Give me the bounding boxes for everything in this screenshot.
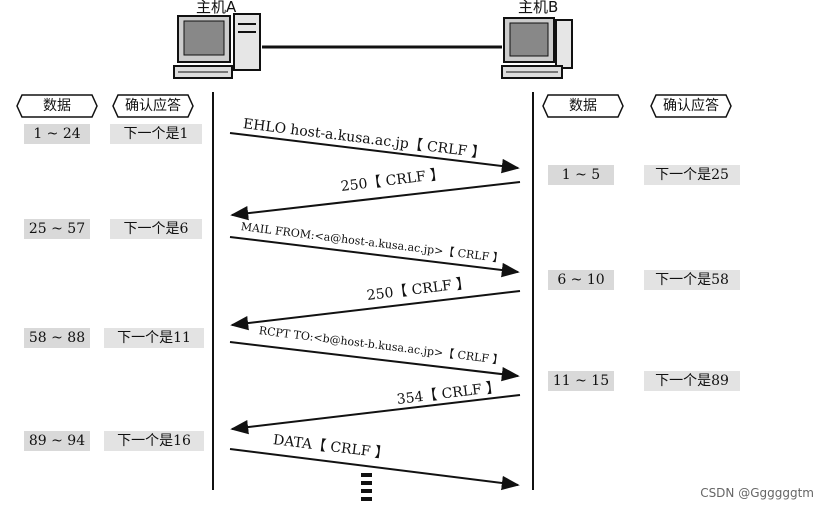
left-ack-cell: 下一个是6: [110, 219, 202, 239]
right-ack-cell: 下一个是89: [644, 371, 740, 391]
right-data-cell: 11 ~ 15: [548, 371, 614, 391]
right-data-cell: 1 ~ 5: [548, 165, 614, 185]
right-ack-cell: 下一个是25: [644, 165, 740, 185]
desktop-computer-icon: [501, 17, 573, 79]
left-data-cell: 25 ~ 57: [24, 219, 90, 239]
desktop-computer-icon: [173, 13, 261, 79]
arrow-b-to-a: [230, 181, 521, 221]
left-data-cell: 89 ~ 94: [24, 431, 90, 451]
header-ack-right: 确认应答: [650, 94, 732, 118]
left-ack-cell: 下一个是16: [104, 431, 204, 451]
arrow-b-to-a: [230, 394, 521, 435]
arrow-a-to-b: [229, 341, 520, 382]
arrow-a-to-b: [229, 236, 520, 278]
host-b-computer: [500, 10, 580, 84]
arrow-b-to-a: [230, 290, 521, 331]
host-a-label: 主机A: [196, 0, 237, 16]
host-b-label: 主机B: [518, 0, 559, 16]
arrow-a-to-b: [229, 448, 520, 491]
right-ack-cell: 下一个是58: [644, 270, 740, 290]
left-ack-cell: 下一个是1: [110, 124, 202, 144]
header-data-right: 数据: [542, 94, 624, 118]
right-data-cell: 6 ~ 10: [548, 270, 614, 290]
continuation-dashes-icon: [361, 473, 372, 501]
left-data-cell: 58 ~ 88: [24, 328, 90, 348]
header-ack-left: 确认应答: [112, 94, 194, 118]
header-data-left: 数据: [16, 94, 98, 118]
left-data-cell: 1 ~ 24: [24, 124, 90, 144]
arrow-a-to-b: [229, 132, 520, 174]
watermark: CSDN @Ggggggtm: [700, 486, 814, 500]
host-a-computer: [172, 10, 264, 84]
left-ack-cell: 下一个是11: [104, 328, 204, 348]
